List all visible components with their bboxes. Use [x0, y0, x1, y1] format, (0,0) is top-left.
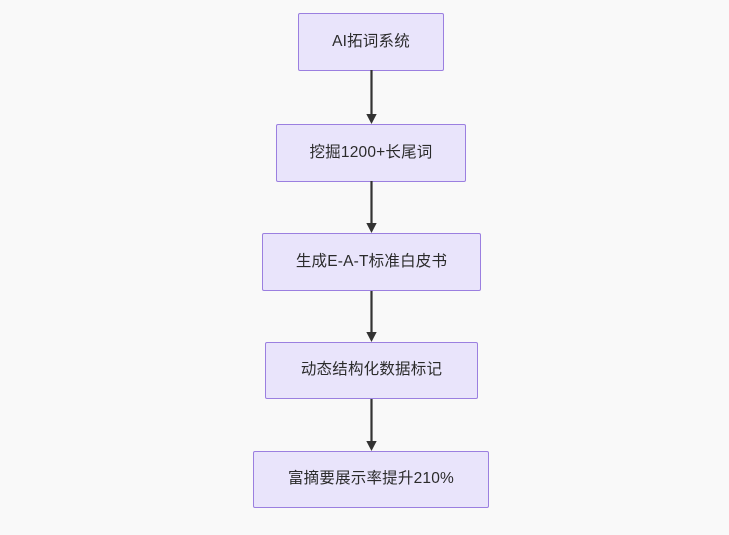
flowchart-edge-n1-n2 [360, 70, 384, 125]
flowchart-node-label: 动态结构化数据标记 [300, 361, 443, 379]
arrowhead-icon [366, 441, 377, 451]
flowchart-node-label: 挖掘1200+长尾词 [309, 143, 433, 161]
arrowhead-icon [366, 332, 377, 342]
flowchart-edge-n2-n3 [360, 181, 384, 236]
flowchart-node-n5[interactable]: 富摘要展示率提升210% [253, 451, 489, 508]
flowchart-node-n1[interactable]: AI拓词系统 [298, 13, 444, 71]
flowchart-node-n3[interactable]: 生成E-A-T标准白皮书 [262, 233, 481, 291]
flowchart-edge-n4-n5 [360, 399, 384, 454]
flowchart-node-label: AI拓词系统 [332, 32, 410, 50]
arrowhead-icon [366, 223, 377, 233]
arrowhead-icon [366, 114, 377, 124]
flowchart-node-n4[interactable]: 动态结构化数据标记 [265, 342, 478, 399]
flowchart-node-label: 富摘要展示率提升210% [287, 470, 455, 488]
flowchart-node-n2[interactable]: 挖掘1200+长尾词 [276, 124, 466, 182]
flowchart-node-label: 生成E-A-T标准白皮书 [295, 252, 448, 270]
flowchart-edge-n3-n4 [360, 291, 384, 346]
